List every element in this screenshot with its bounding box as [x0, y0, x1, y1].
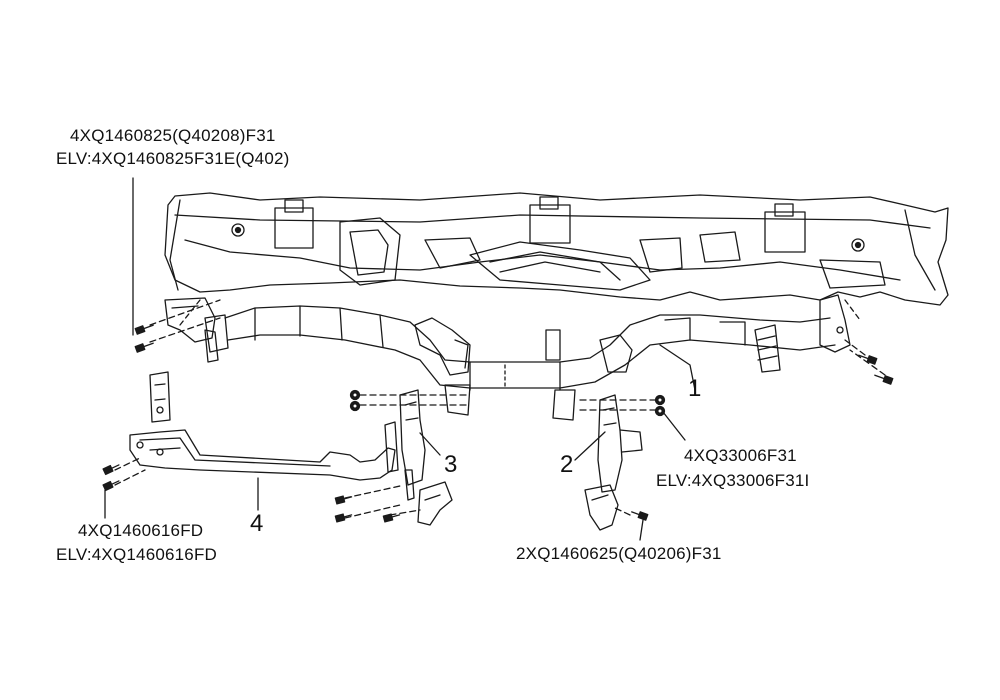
leader-lines — [104, 177, 696, 541]
part-number-4: 4 — [250, 510, 264, 537]
fastener-label-top-left-line1: 4XQ1460825(Q40208)F31 — [70, 126, 276, 145]
fastener-label-bottom-left-line2: ELV:4XQ1460616FD — [56, 545, 218, 564]
steering-support-right — [584, 394, 643, 531]
part-number-2: 2 — [560, 451, 574, 478]
fastener-label-top-left-line2: ELV:4XQ1460825F31E(Q402) — [56, 149, 290, 168]
steering-support-left — [399, 389, 453, 526]
fastener-label-right-nut-line2: ELV:4XQ33006F31I — [656, 471, 810, 490]
part-number-3: 3 — [444, 451, 458, 478]
cross-car-beam — [164, 294, 851, 421]
fastener-alignment-lines — [114, 299, 886, 519]
fastener-label-bottom-right-line1: 2XQ1460625(Q40206)F31 — [516, 544, 722, 563]
fasteners — [102, 324, 894, 523]
dashboard-panel — [164, 192, 949, 326]
fastener-label-right-nut-line1: 4XQ33006F31 — [684, 446, 797, 465]
fastener-label-bottom-left-line1: 4XQ1460616FD — [78, 521, 204, 540]
lower-reinforcement-bar — [129, 421, 399, 481]
part-number-1: 1 — [688, 375, 702, 402]
left-upper-bracket — [149, 371, 171, 423]
